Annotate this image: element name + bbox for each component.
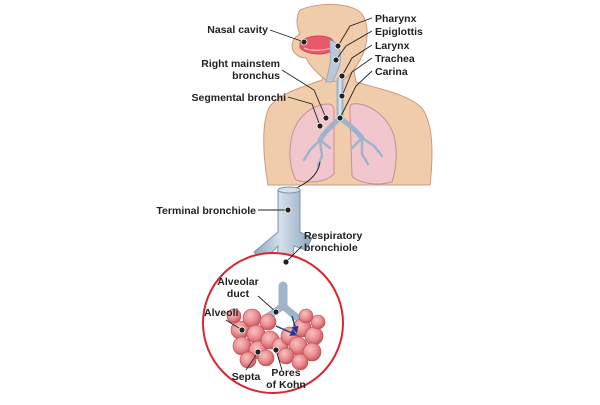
label-pores-of-kohn-line1: Pores: [271, 367, 300, 379]
label-right-mainstem-line2: bronchus: [232, 70, 280, 82]
label-alveolar-duct-line2: duct: [227, 288, 250, 300]
label-carina: Carina: [375, 66, 408, 78]
label-pharynx: Pharynx: [375, 13, 417, 25]
label-respiratory-bronchiole-line2: bronchiole: [304, 242, 358, 254]
label-alveoli: Alveoli: [204, 307, 239, 319]
airflow-arrows-alveoli: [275, 315, 299, 336]
label-larynx: Larynx: [375, 40, 410, 52]
label-alveolar-duct-line1: Alveolar: [217, 276, 258, 288]
label-trachea: Trachea: [375, 53, 415, 65]
leader-lines: [225, 17, 373, 371]
label-septa: Septa: [232, 371, 261, 383]
label-pores-of-kohn-line2: of Kohn: [266, 379, 306, 391]
bronchiole-tube: [253, 186, 313, 287]
label-epiglottis: Epiglottis: [375, 26, 423, 38]
label-terminal-bronchiole: Terminal bronchiole: [156, 205, 256, 217]
right-lung: [289, 103, 335, 183]
label-respiratory-bronchiole-line1: Respiratory: [304, 230, 363, 242]
label-nasal-cavity: Nasal cavity: [207, 24, 268, 36]
label-right-mainstem-line1: Right mainstem: [201, 58, 280, 70]
label-segmental-bronchi: Segmental bronchi: [191, 92, 286, 104]
leader-dots: [238, 38, 346, 356]
trachea-and-bronchi: [302, 76, 384, 168]
